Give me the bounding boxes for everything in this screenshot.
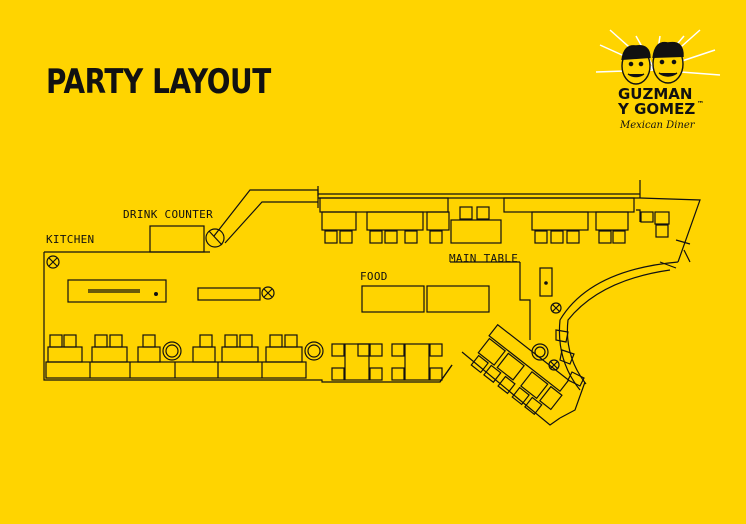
brand-tm: ™: [697, 100, 704, 108]
main-table: [450, 206, 502, 244]
brand-logo: GUZMAN Y GOMEZ ™ Mexican Diner: [595, 29, 721, 131]
curved-wall: [550, 239, 691, 391]
food-tables: [361, 285, 490, 313]
round-planter: [531, 343, 560, 371]
cabinet: [539, 267, 553, 297]
brand-line2: Y GOMEZ: [617, 100, 695, 118]
page-title: PARTY LAYOUT: [46, 62, 271, 102]
brand-line1: GUZMAN: [618, 85, 692, 103]
label-kitchen: KITCHEN: [46, 233, 94, 246]
drink-counter: [149, 225, 225, 253]
label-food: FOOD: [360, 270, 388, 283]
brand-tagline: Mexican Diner: [619, 120, 696, 131]
bottom-seating-left: [47, 334, 324, 363]
center-tables: [331, 343, 443, 381]
top-seating-right: [531, 211, 670, 244]
bottom-banquette: [45, 361, 307, 379]
label-drink-counter: DRINK COUNTER: [123, 208, 213, 221]
label-main-table: MAIN TABLE: [449, 252, 518, 265]
kitchen-equipment: [46, 255, 275, 303]
diagonal-seating: [470, 323, 570, 416]
top-seating-left: [321, 211, 450, 244]
founders-faces-icon: [621, 41, 684, 85]
